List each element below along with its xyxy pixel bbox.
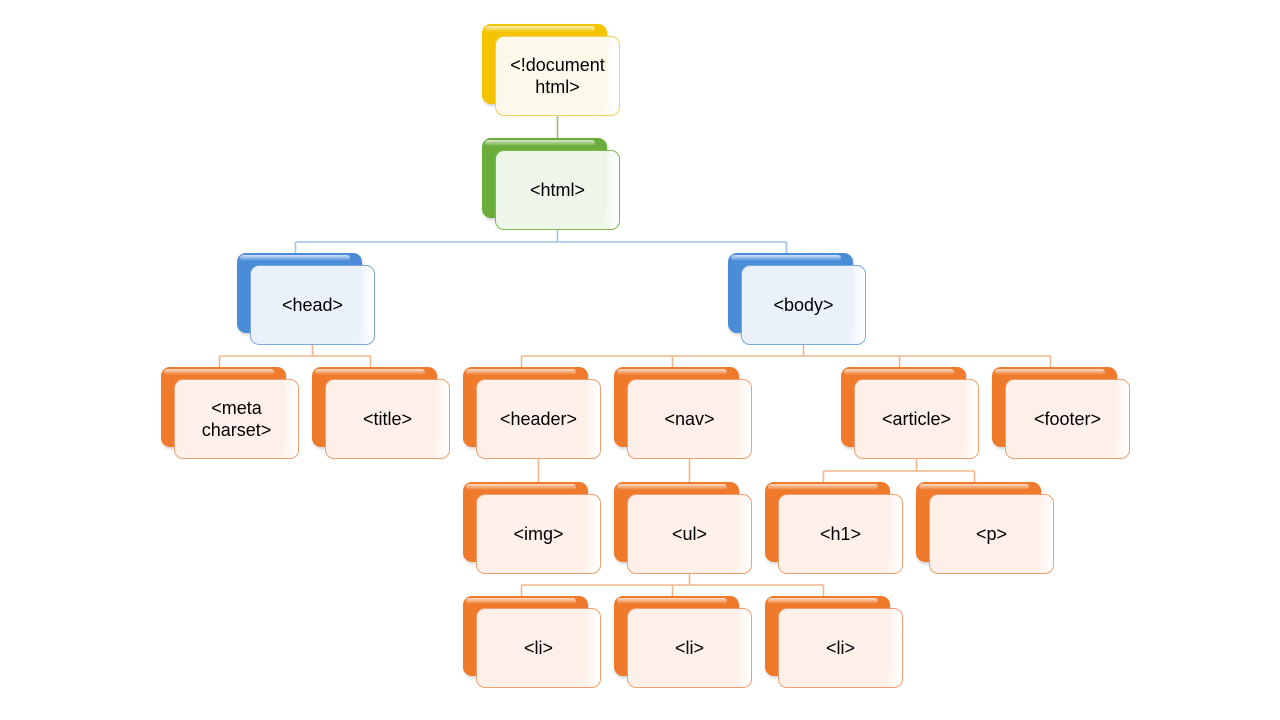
node-card: <header> <box>476 379 601 459</box>
card-highlight <box>240 255 350 261</box>
card-highlight <box>995 369 1105 375</box>
node-card: <nav> <box>627 379 752 459</box>
node-p: <p> <box>916 482 1054 574</box>
node-card: <footer> <box>1005 379 1130 459</box>
node-body: <body> <box>728 253 866 345</box>
node-label: <!document html> <box>510 55 605 97</box>
node-card: <title> <box>325 379 450 459</box>
node-html: <html> <box>482 138 620 230</box>
node-meta: <meta charset> <box>161 367 299 459</box>
node-li2: <li> <box>614 596 752 688</box>
node-card: <ul> <box>627 494 752 574</box>
card-highlight <box>617 369 727 375</box>
node-header: <header> <box>463 367 601 459</box>
card-highlight <box>466 484 576 490</box>
node-label: <footer> <box>1033 409 1102 429</box>
node-card: <img> <box>476 494 601 574</box>
node-label: <li> <box>674 638 705 658</box>
node-label: <li> <box>825 638 856 658</box>
card-highlight <box>768 484 878 490</box>
card-highlight <box>844 369 954 375</box>
node-card: <body> <box>741 265 866 345</box>
node-label: <meta charset> <box>201 398 272 440</box>
node-label: <article> <box>881 409 952 429</box>
node-card: <article> <box>854 379 979 459</box>
node-label: <title> <box>362 409 413 429</box>
node-head: <head> <box>237 253 375 345</box>
node-card: <!document html> <box>495 36 620 116</box>
card-highlight <box>617 598 727 604</box>
node-label: <body> <box>773 295 834 315</box>
node-footer: <footer> <box>992 367 1130 459</box>
node-h1: <h1> <box>765 482 903 574</box>
node-label: <h1> <box>819 524 862 544</box>
node-li1: <li> <box>463 596 601 688</box>
node-label: <p> <box>975 524 1008 544</box>
node-card: <html> <box>495 150 620 230</box>
node-label: <head> <box>281 295 344 315</box>
node-card: <li> <box>476 608 601 688</box>
node-label: <nav> <box>664 409 715 429</box>
node-label: <header> <box>499 409 578 429</box>
node-label: <ul> <box>671 524 708 544</box>
node-card: <h1> <box>778 494 903 574</box>
node-card: <p> <box>929 494 1054 574</box>
card-highlight <box>617 484 727 490</box>
node-title: <title> <box>312 367 450 459</box>
card-highlight <box>731 255 841 261</box>
card-highlight <box>164 369 274 375</box>
node-li3: <li> <box>765 596 903 688</box>
node-label: <li> <box>523 638 554 658</box>
card-highlight <box>466 598 576 604</box>
node-label: <html> <box>529 180 586 200</box>
node-card: <head> <box>250 265 375 345</box>
node-doctype: <!document html> <box>482 24 620 116</box>
node-ul: <ul> <box>614 482 752 574</box>
card-highlight <box>466 369 576 375</box>
card-highlight <box>768 598 878 604</box>
node-label: <img> <box>513 524 564 544</box>
node-article: <article> <box>841 367 979 459</box>
card-highlight <box>919 484 1029 490</box>
node-nav: <nav> <box>614 367 752 459</box>
node-card: <li> <box>778 608 903 688</box>
node-img: <img> <box>463 482 601 574</box>
card-highlight <box>315 369 425 375</box>
node-card: <li> <box>627 608 752 688</box>
node-card: <meta charset> <box>174 379 299 459</box>
card-highlight <box>485 140 595 146</box>
card-highlight <box>485 26 595 32</box>
